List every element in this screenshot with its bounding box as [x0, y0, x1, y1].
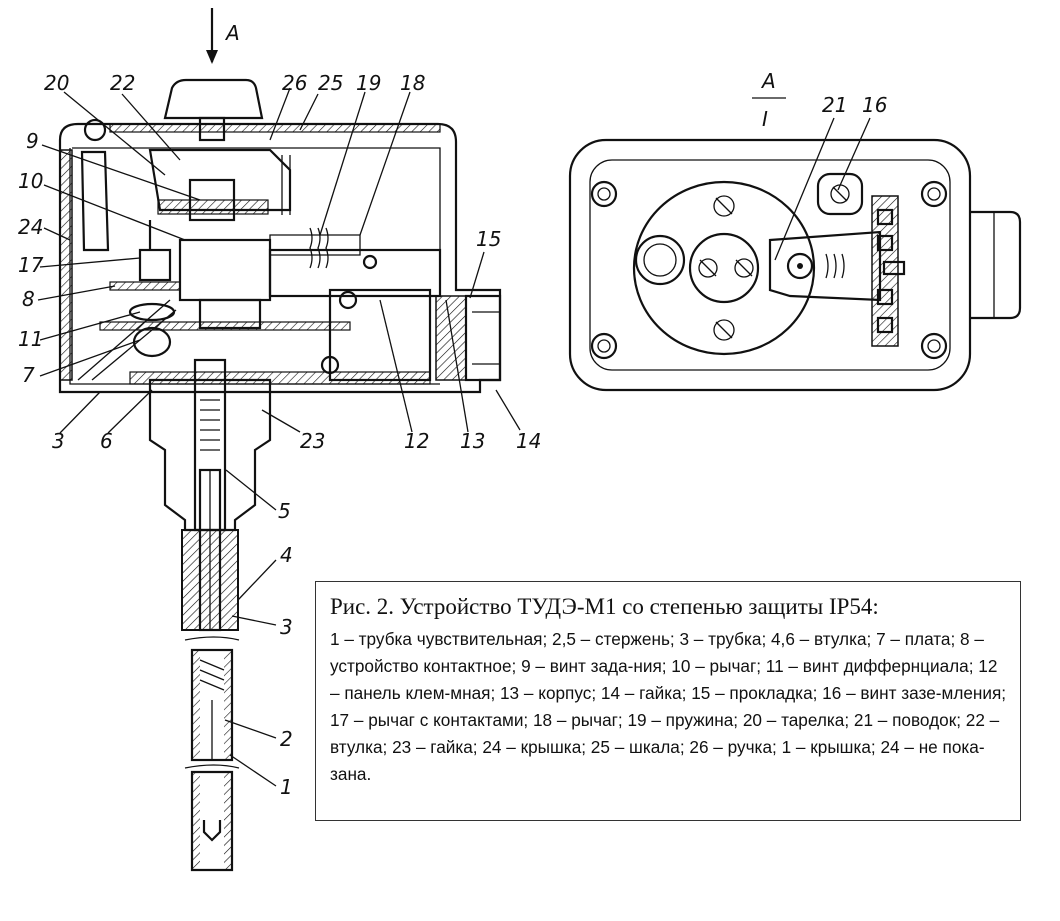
- label-12: 12: [404, 429, 429, 453]
- label-4: 4: [280, 543, 293, 567]
- plate-20: [157, 199, 269, 215]
- terminal-panel: [328, 288, 432, 382]
- mechanism-plate: [632, 180, 816, 356]
- label-22: 22: [110, 71, 135, 95]
- plan-cable-entry: [970, 210, 1022, 320]
- setting-screw: [188, 178, 236, 222]
- board-7: [99, 321, 351, 331]
- plan-view: A I 21 16: [568, 69, 1022, 392]
- label-15: 15: [476, 227, 501, 251]
- spring: [309, 227, 329, 269]
- label-17: 17: [18, 253, 44, 277]
- label-25: 25: [318, 71, 343, 95]
- label-3b: 3: [280, 615, 293, 639]
- caption-box: Рис. 2. Устройство ТУДЭ-М1 со степенью з…: [315, 581, 1021, 821]
- label-11: 11: [18, 327, 43, 351]
- label-16: 16: [862, 93, 887, 117]
- label-24: 24: [18, 215, 43, 239]
- label-26: 26: [282, 71, 307, 95]
- plan-housing: [568, 138, 972, 392]
- view-arrow-head: [206, 50, 218, 64]
- driver-lever: [768, 230, 882, 302]
- label-2: 2: [280, 727, 293, 751]
- cable-nut: [464, 294, 502, 382]
- label-23: 23: [300, 429, 325, 453]
- label-13: 13: [460, 429, 485, 453]
- view-arrow-label: A: [224, 21, 240, 45]
- label-3a: 3: [52, 429, 65, 453]
- corner-screws: [590, 180, 948, 360]
- label-1: 1: [280, 775, 293, 799]
- label-8: 8: [22, 287, 35, 311]
- label-7: 7: [22, 363, 35, 387]
- label-21: 21: [822, 93, 847, 117]
- label-14: 14: [516, 429, 541, 453]
- label-5: 5: [278, 499, 291, 523]
- label-19: 19: [356, 71, 381, 95]
- label-10: 10: [18, 169, 43, 193]
- leader-lines: [37, 87, 521, 787]
- section-label-top: A: [760, 69, 776, 93]
- gasket: [435, 295, 467, 381]
- label-9: 9: [26, 129, 39, 153]
- label-6: 6: [100, 429, 113, 453]
- section-label-bottom: I: [762, 107, 768, 131]
- label-20: 20: [44, 71, 69, 95]
- section-view: A: [18, 8, 541, 872]
- hinge-bracket: [80, 150, 110, 252]
- caption-body: 1 – трубка чувствительная; 2,5 – стержен…: [330, 629, 1007, 784]
- earthing-screw: [816, 172, 864, 216]
- central-block: [178, 238, 272, 302]
- knob: [163, 78, 264, 120]
- caption-title: Рис. 2. Устройство ТУДЭ-М1 со степенью з…: [330, 594, 879, 619]
- label-18: 18: [400, 71, 425, 95]
